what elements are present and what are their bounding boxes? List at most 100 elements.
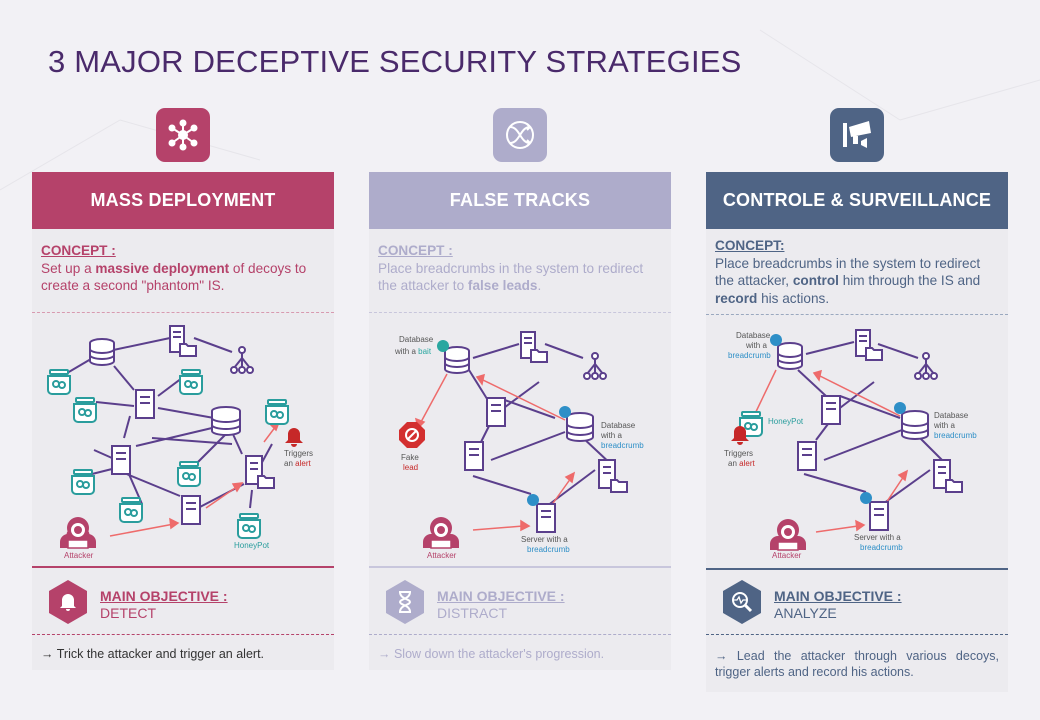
db-bc-label-2: with a [600, 431, 622, 440]
server-breadcrumb-icon [527, 494, 556, 533]
server-folder-icon [520, 331, 548, 363]
triggers-label: Triggers [724, 449, 753, 458]
db-bait-label-1: Database [399, 335, 434, 344]
srv-label-1: Server with a [521, 535, 568, 544]
server-icon [135, 389, 155, 419]
db-bc-b-label-1: Database [934, 411, 969, 420]
honeypot-icon [71, 469, 95, 495]
objective-label: MAIN OBJECTIVE : [774, 588, 902, 604]
dashed-divider [706, 634, 1008, 635]
server-icon [797, 441, 817, 471]
crossing-arrows-icon [493, 108, 547, 162]
main-objective: MAIN OBJECTIVE : DETECT [32, 572, 334, 634]
svg-text:an alert: an alert [284, 459, 311, 468]
dashed-divider [32, 634, 334, 635]
surveillance-camera-icon [830, 108, 884, 162]
honeypot-label: HoneyPot [234, 541, 270, 550]
objective-label: MAIN OBJECTIVE : [437, 588, 565, 604]
server-icon [486, 397, 506, 427]
server-folder-icon [933, 459, 963, 493]
objective-value: DETECT [100, 605, 156, 621]
objective-note: → Lead the attacker through various deco… [715, 649, 999, 679]
attacker-label: Attacker [64, 551, 94, 560]
objective-divider [32, 566, 334, 568]
column-header: MASS DEPLOYMENT [32, 172, 334, 229]
concept-text: Set up a massive deployment of decoys to… [41, 260, 307, 294]
stop-sign-icon [399, 422, 425, 448]
srv-label-2: breadcrumb [860, 543, 903, 552]
hierarchy-icon [230, 346, 254, 374]
page-title: 3 MAJOR DECEPTIVE SECURITY STRATEGIES [48, 44, 742, 79]
attacker-label: Attacker [772, 551, 802, 560]
server-folder-icon [169, 325, 197, 357]
attacker-icon [60, 517, 96, 549]
db-bait-label-3: bait [418, 347, 432, 356]
server-folder-icon [855, 329, 883, 361]
honeypot-icon [265, 399, 289, 425]
server-icon [111, 445, 131, 475]
server-icon [181, 495, 201, 525]
objective-value: ANALYZE [774, 605, 837, 621]
server-icon [821, 395, 841, 425]
honeypot-icon [47, 369, 71, 395]
an-label: an [284, 459, 293, 468]
honeypot-icon [73, 397, 97, 423]
db-bc-b-label-3: breadcrumb [934, 431, 977, 440]
database-breadcrumb-icon [770, 334, 803, 370]
concept-text: Place breadcrumbs in the system to redir… [378, 260, 644, 294]
db-bc-b-label-2: with a [933, 421, 955, 430]
magnifier-pulse-icon [723, 580, 761, 624]
alert-label: alert [295, 459, 311, 468]
network-hub-icon [156, 108, 210, 162]
attacker-icon [770, 519, 806, 551]
hourglass-icon [386, 580, 424, 624]
column-controle-surveillance: CONTROLE & SURVEILLANCE CONCEPT: Place b… [706, 108, 1008, 692]
objective-divider [706, 568, 1008, 570]
database-icon [211, 406, 241, 436]
concept-block: CONCEPT : Place breadcrumbs in the syste… [369, 229, 671, 295]
alarm-bell-icon [285, 428, 303, 447]
db-bc-a-label-3: breadcrumb [728, 351, 771, 360]
alert-label: alert [739, 459, 755, 468]
concept-block: CONCEPT : Set up a massive deployment of… [32, 229, 334, 295]
dashed-divider [706, 314, 1008, 315]
concept-label: CONCEPT : [41, 243, 116, 258]
server-folder-icon [245, 455, 275, 489]
db-bc-a-label-2: with a [745, 341, 767, 350]
column-header: FALSE TRACKS [369, 172, 671, 229]
objective-divider [369, 566, 671, 568]
column-header: CONTROLE & SURVEILLANCE [706, 172, 1008, 229]
objective-note: → Trick the attacker and trigger an aler… [41, 647, 265, 661]
honeypot-label: HoneyPot [768, 417, 804, 426]
honeypot-icon [237, 513, 261, 539]
column-mass-deployment: MASS DEPLOYMENT CONCEPT : Set up a massi… [32, 108, 334, 670]
concept-text: Place breadcrumbs in the system to redir… [715, 255, 981, 306]
db-bc-a-label-1: Database [736, 331, 771, 340]
objective-label: MAIN OBJECTIVE : [100, 588, 228, 604]
honeypot-icon [179, 369, 203, 395]
bell-icon [49, 580, 87, 624]
objective-value: DISTRACT [437, 605, 507, 621]
db-bc-label-1: Database [601, 421, 636, 430]
srv-label-1: Server with a [854, 533, 901, 542]
db-bc-label-3: breadcrumb [601, 441, 644, 450]
attacker-label: Attacker [427, 551, 457, 560]
database-icon [89, 338, 115, 366]
mass-deployment-diagram: Triggers an alert Attacker HoneyPot [47, 325, 313, 560]
srv-label-2: breadcrumb [527, 545, 570, 554]
dashed-divider [369, 312, 671, 313]
dashed-divider [369, 634, 671, 635]
main-objective: MAIN OBJECTIVE : DISTRACT [369, 572, 671, 634]
hierarchy-icon [583, 352, 607, 380]
triggers-label: Triggers [284, 449, 313, 458]
server-breadcrumb-icon [860, 492, 889, 531]
